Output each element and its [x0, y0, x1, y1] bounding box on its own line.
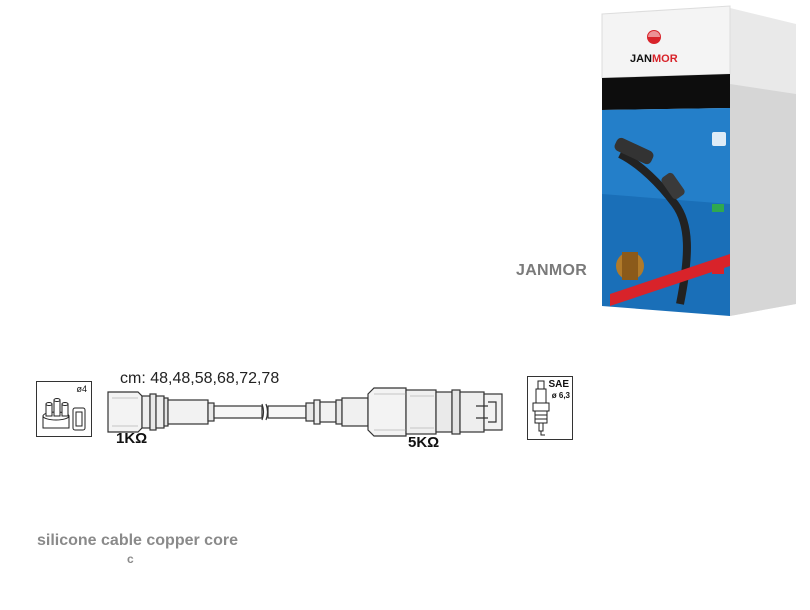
cable-lengths-label: cm: 48,48,58,68,72,78 — [120, 370, 280, 387]
cable-description-sub: c — [127, 552, 134, 566]
resistance-left-label: 1KΩ — [116, 430, 148, 447]
box-logo-suffix: MOR — [652, 53, 678, 65]
cable-diagram — [107, 387, 503, 437]
distributor-cap-box: ø4 — [36, 381, 92, 437]
spark-plug-standard-label: SAE — [548, 379, 569, 390]
brand-label: JANMOR — [516, 262, 588, 279]
product-box-image: JANMOR — [601, 5, 796, 316]
cable-description: silicone cable copper core — [37, 532, 238, 549]
spark-plug-box: SAE ø 6,3 — [527, 376, 573, 440]
resistance-right-label: 5KΩ — [408, 434, 440, 451]
box-logo-prefix: JAN — [630, 53, 652, 65]
spark-plug-icon — [532, 380, 550, 436]
spark-plug-diameter-label: ø 6,3 — [551, 391, 570, 400]
distributor-cap-icon — [42, 398, 86, 431]
distributor-diameter-label: ø4 — [76, 384, 87, 394]
svg-text:JANMOR: JANMOR — [630, 53, 678, 65]
